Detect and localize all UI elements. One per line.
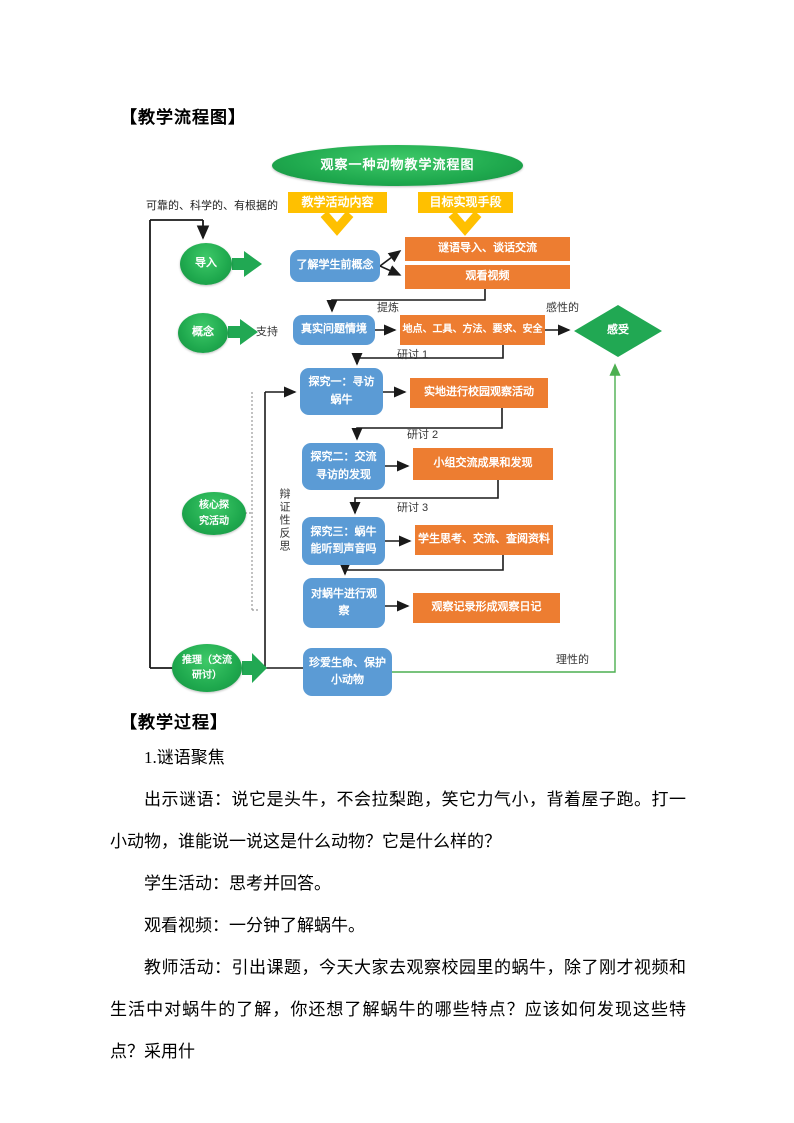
flowchart-connectors <box>149 211 621 683</box>
node-riddle-talk: 谜语导入、谈话交流 <box>405 237 570 261</box>
label-perceptual: 感性的 <box>546 302 579 314</box>
label-seminar-1: 研讨 1 <box>397 349 429 361</box>
label-rational: 理性的 <box>556 654 589 666</box>
flowchart-title-ellipse: 观察一种动物教学流程图 <box>272 145 523 186</box>
label-refine: 提炼 <box>377 302 399 314</box>
label-dialectic-reflection: 辩证性反思 <box>278 488 290 553</box>
label-seminar-3: 研讨 3 <box>397 502 429 514</box>
node-cherish-life: 珍爱生命、保护小动物 <box>303 648 392 696</box>
node-field-observation: 实地进行校园观察活动 <box>410 378 548 408</box>
node-inquiry-2: 探究二：交流寻访的发现 <box>302 443 385 490</box>
node-inquiry-1: 探究一：寻访蜗牛 <box>300 368 383 415</box>
paragraph-teacher-activity: 教师活动：引出课题，今天大家去观察校园里的蜗牛，除了刚才视频和生活中对蜗牛的了解… <box>110 958 686 1061</box>
section-title-process: 【教学过程】 <box>120 713 228 732</box>
paragraph-student-activity: 学生活动：思考并回答。 <box>144 874 331 893</box>
node-watch-video: 观看视频 <box>405 265 570 289</box>
node-observation-diary: 观察记录形成观察日记 <box>413 593 560 623</box>
node-plan-elements: 地点、工具、方法、要求、安全 <box>400 315 545 345</box>
node-group-share: 小组交流成果和发现 <box>413 448 553 480</box>
stage-import-ellipse: 导入 <box>180 243 232 285</box>
node-think-discuss-research: 学生思考、交流、查阅资料 <box>415 525 553 555</box>
node-inquiry-3: 探究三：蜗牛能听到声音吗 <box>302 517 385 565</box>
paragraph-show-riddle: 出示谜语：说它是头牛，不会拉梨跑，笑它力气小，背着屋子跑。打一小动物，谁能说一说… <box>110 790 686 851</box>
column-header-means: 目标实现手段 <box>418 192 513 213</box>
teaching-flowchart: 观察一种动物教学流程图 可靠的、科学的、有根据的 教学活动内容 目标实现手段 导… <box>140 140 675 710</box>
label-seminar-2: 研讨 2 <box>407 429 439 441</box>
column-header-activities: 教学活动内容 <box>288 192 387 213</box>
note-reliable-scientific: 可靠的、科学的、有根据的 <box>146 200 278 212</box>
stage-reasoning-ellipse: 推理（交流研讨） <box>172 644 242 692</box>
label-support: 支持 <box>256 326 278 338</box>
section-title-flowchart: 【教学流程图】 <box>120 108 246 127</box>
stage-core-inquiry-ellipse: 核心探究活动 <box>182 492 246 535</box>
paragraph-watch-video: 观看视频：一分钟了解蜗牛。 <box>144 916 365 935</box>
node-real-situation: 真实问题情境 <box>293 315 375 345</box>
stage-concept-ellipse: 概念 <box>178 313 228 353</box>
node-preconcept: 了解学生前概念 <box>290 250 380 282</box>
node-observe-snail: 对蜗牛进行观察 <box>303 578 385 628</box>
process-text-block: 1.谜语聚焦 出示谜语：说它是头牛，不会拉梨跑，笑它力气小，背着屋子跑。打一小动… <box>110 737 686 1073</box>
paragraph-riddle-focus: 1.谜语聚焦 <box>144 748 225 767</box>
